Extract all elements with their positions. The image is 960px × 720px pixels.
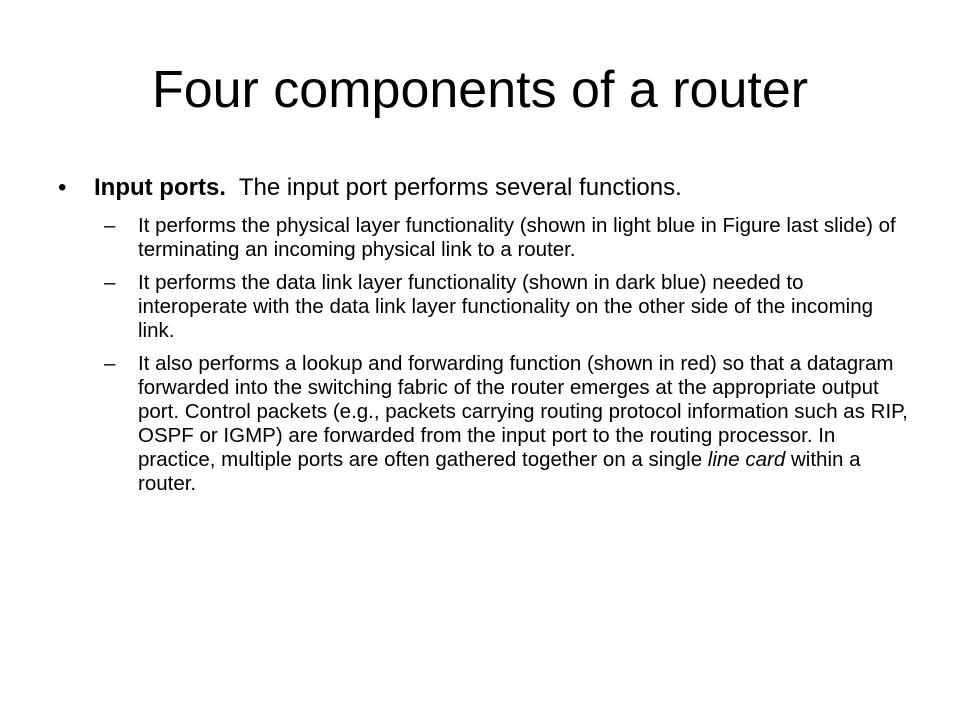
sub-bullet-marker: – [104, 271, 116, 294]
bullet-input-ports: • Input ports. The input port performs s… [58, 173, 918, 203]
sub-bullet-physical-layer: – It performs the physical layer functio… [104, 214, 914, 262]
bullet-body: The input port performs several function… [238, 174, 682, 201]
sub-bullet-text-part: within a router. [138, 448, 861, 495]
sub-bullet-text: It performs the physical layer functiona… [138, 214, 896, 261]
sub-bullet-text: It also performs a lookup and forwarding… [138, 352, 914, 496]
slide-title: Four components of a router [151, 61, 809, 119]
sub-bullet-list: – It performs the physical layer functio… [104, 214, 914, 505]
sub-bullet-marker: – [104, 352, 116, 375]
bullet-text: Input ports. The input port performs sev… [94, 173, 682, 203]
bullet-marker: • [58, 174, 67, 201]
bullet-heading: Input ports. [94, 174, 226, 201]
sub-bullet-lookup-forwarding: – It also performs a lookup and forwardi… [104, 352, 914, 496]
sub-bullet-marker: – [104, 214, 116, 237]
emphasis-line-card: line card [707, 448, 786, 471]
sub-bullet-text: It performs the data link layer function… [138, 271, 874, 342]
sub-bullet-data-link-layer: – It performs the data link layer functi… [104, 271, 914, 343]
sub-bullet-text-part: It also performs a lookup and forwarding… [138, 352, 908, 471]
